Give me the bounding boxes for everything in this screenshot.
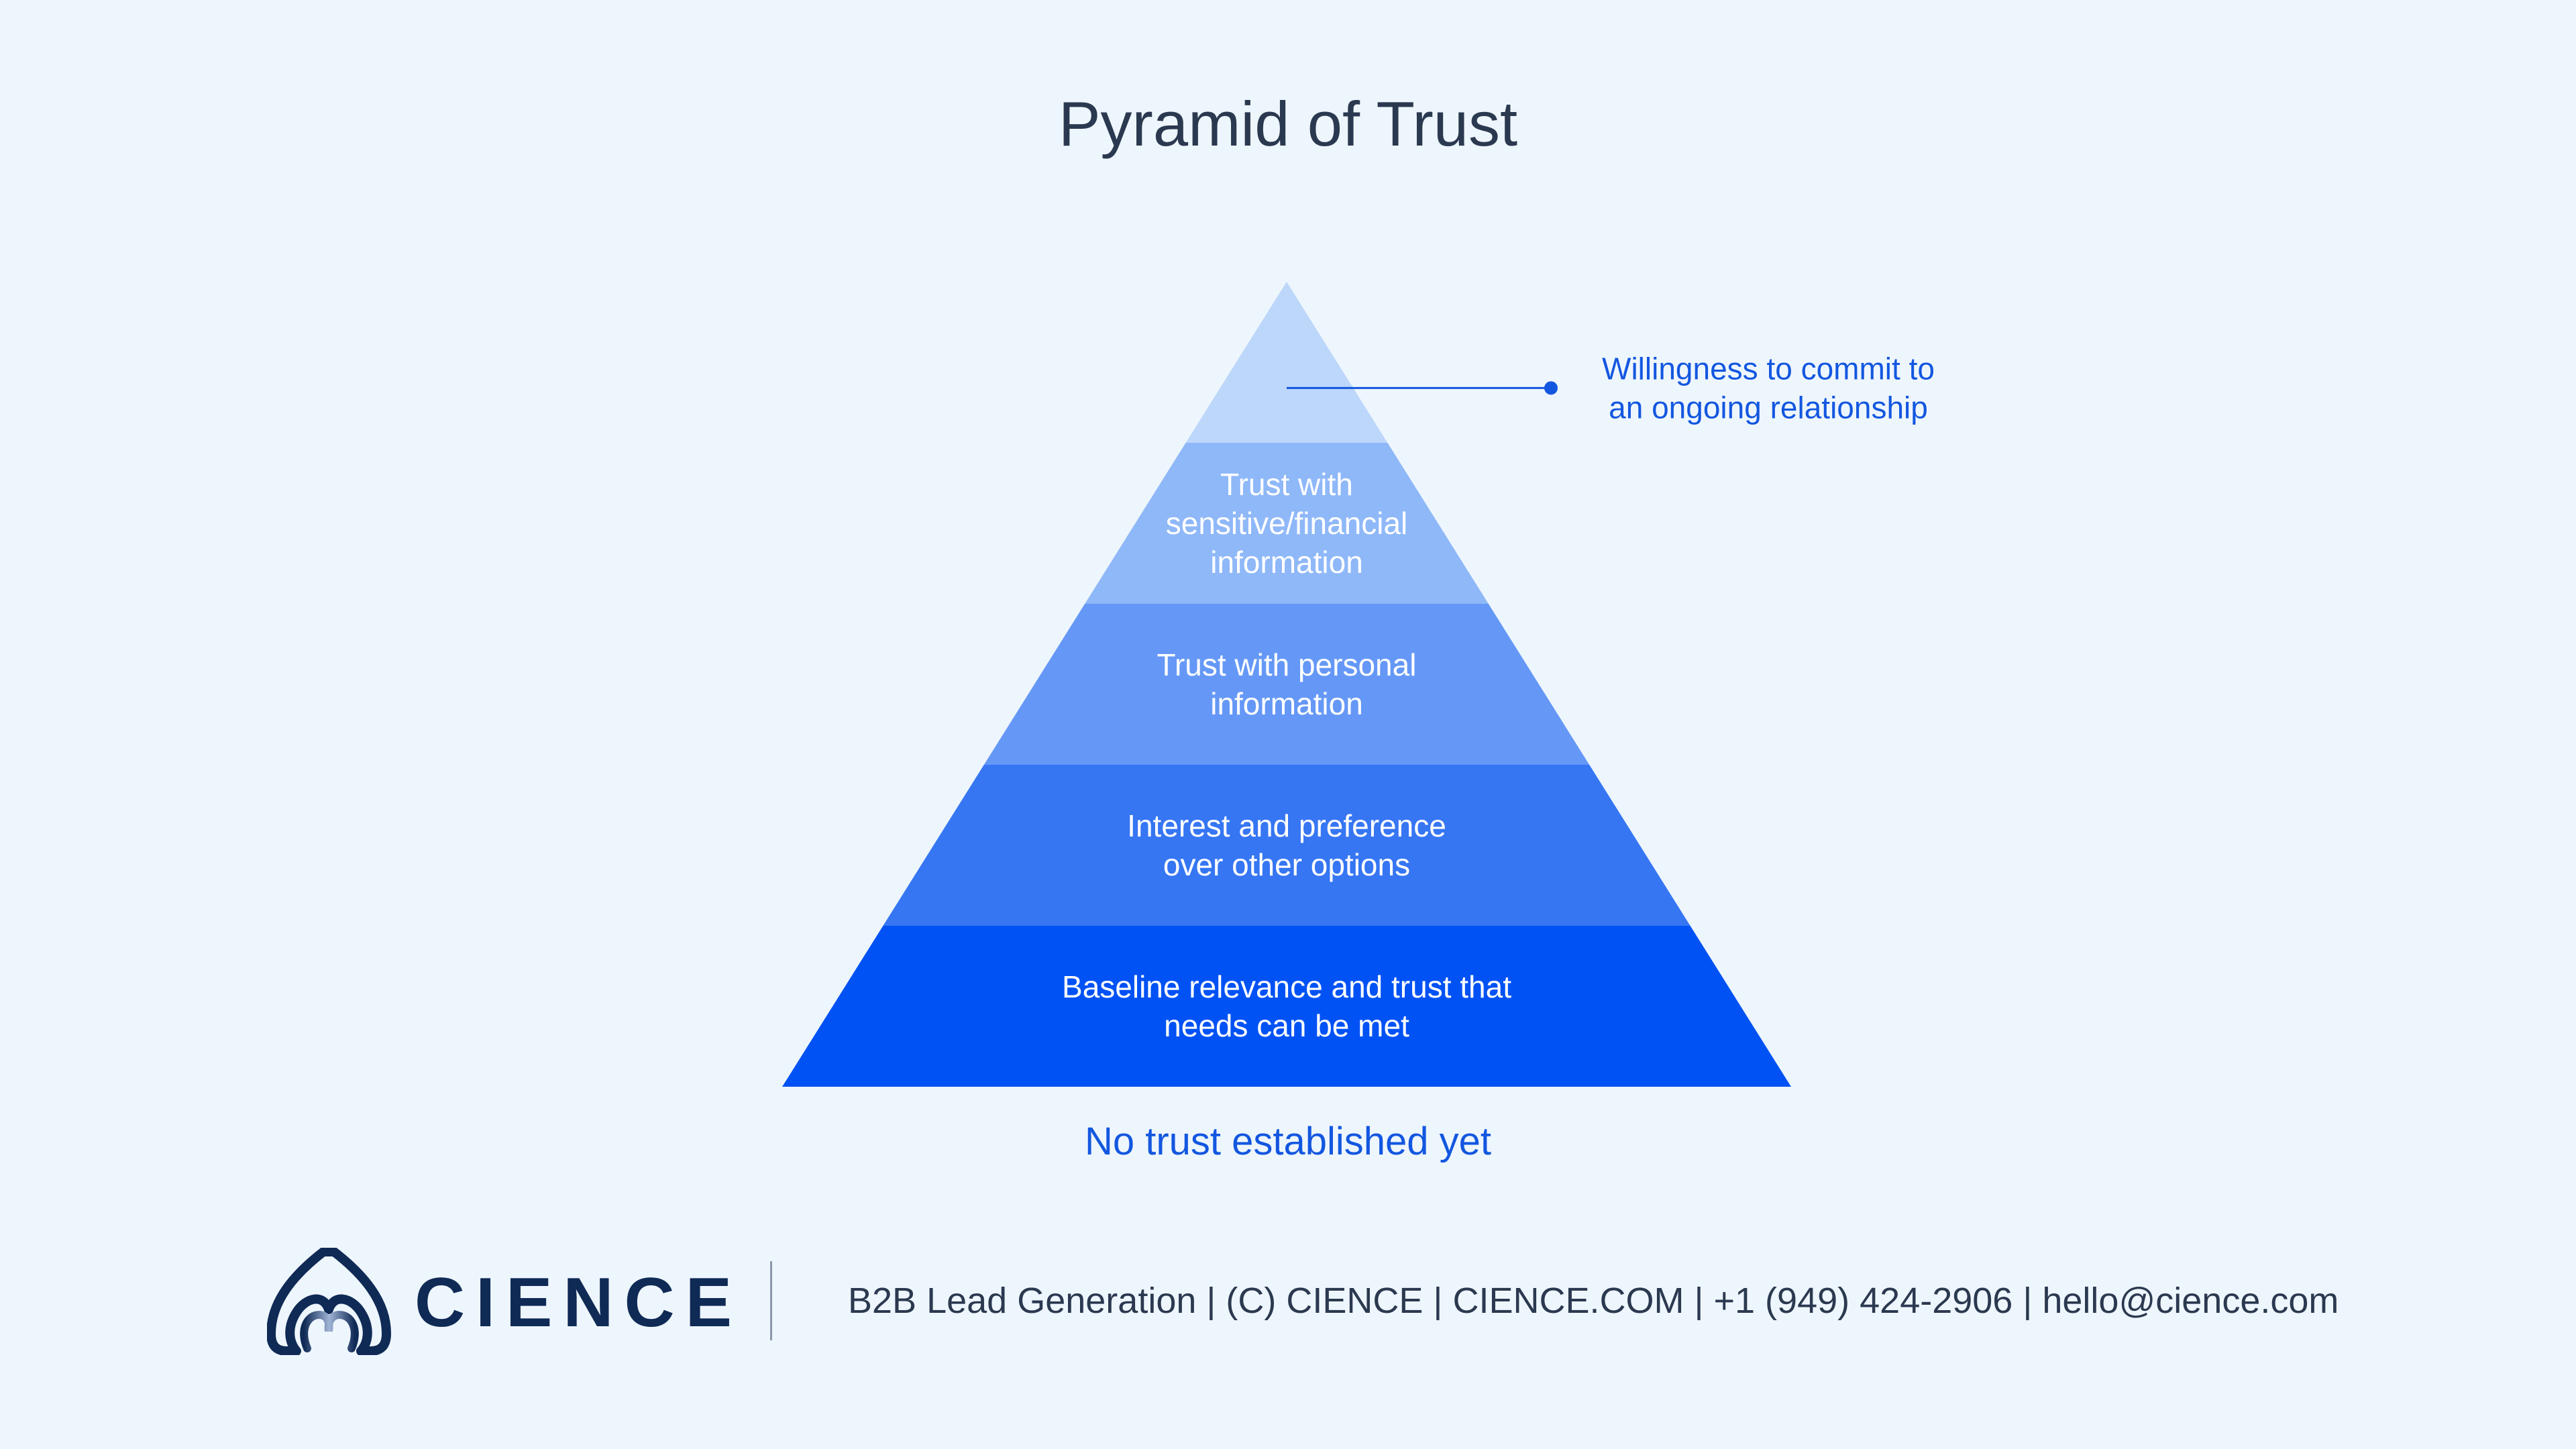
pyramid-tier-3 xyxy=(983,604,1590,765)
pyramid-tier-2 xyxy=(1085,443,1489,604)
tier-label-line: over other options xyxy=(1163,847,1410,882)
cience-flame-logo-icon xyxy=(267,1248,391,1355)
tier-label-line: Trust with xyxy=(1220,467,1353,502)
tier-label-line: Interest and preference xyxy=(1127,808,1446,843)
tier-label-line: needs can be met xyxy=(1164,1008,1409,1043)
base-caption: No trust established yet xyxy=(1084,1120,1492,1163)
tier-label-line: information xyxy=(1210,545,1363,580)
pyramid-tier-1 xyxy=(1185,282,1388,443)
callout-dot xyxy=(1544,381,1558,395)
tier-label-line: information xyxy=(1210,686,1363,721)
tier-label-line: sensitive/financial xyxy=(1166,506,1408,541)
footer-divider xyxy=(770,1261,772,1340)
footer-contact-info: B2B Lead Generation | (C) CIENCE | CIENC… xyxy=(848,1281,2339,1321)
pyramid-tier-5 xyxy=(782,926,1791,1087)
callout-label-line: an ongoing relationship xyxy=(1609,390,1928,425)
callout-label-line: Willingness to commit to xyxy=(1602,351,1935,386)
brand-wordmark: CIENCE xyxy=(415,1264,743,1342)
tier-label-line: Baseline relevance and trust that xyxy=(1062,969,1511,1004)
tier-label-line: Trust with personal xyxy=(1157,647,1417,682)
pyramid-tier-4 xyxy=(883,765,1690,926)
page-title: Pyramid of Trust xyxy=(1058,89,1518,159)
